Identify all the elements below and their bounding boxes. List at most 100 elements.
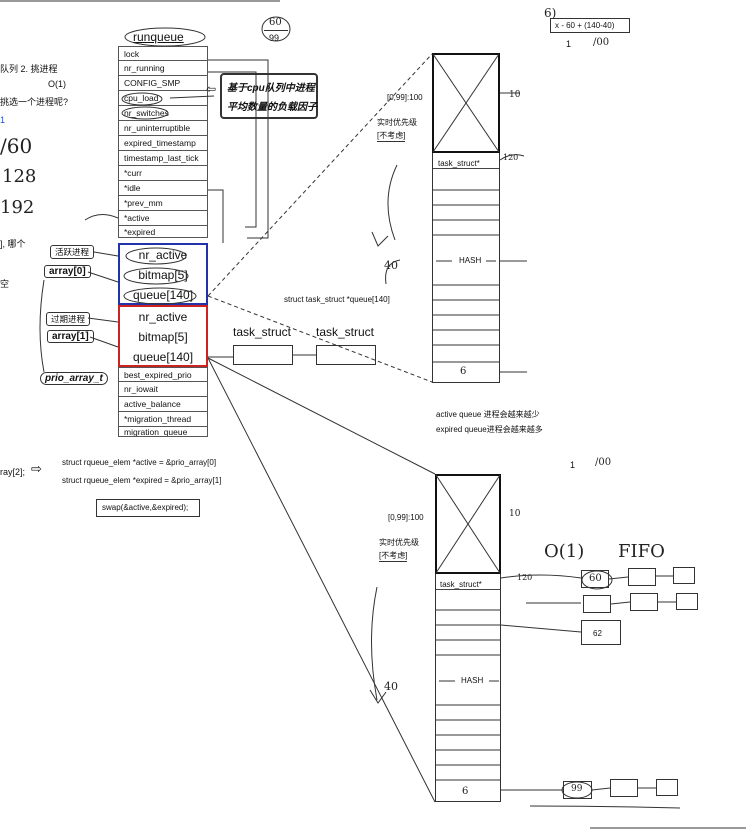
fifo-node-99-label: 99	[571, 784, 583, 794]
runqueue-title-circle	[124, 27, 206, 47]
top-queue-task: task_struct*	[438, 159, 480, 168]
active-bitmap: bitmap[5]	[138, 268, 188, 282]
runqueue-field: *migration_thread	[118, 412, 208, 427]
node99-circle	[561, 781, 593, 799]
bottom-queue-mark-ten: 10	[509, 509, 521, 519]
expired-queue: queue[140]	[132, 350, 194, 364]
cpu-load-circle	[121, 92, 163, 106]
left-fragment-mark1: 1	[0, 115, 6, 125]
bottom-queue	[435, 474, 501, 802]
top-queue-mark-ten: 10	[509, 90, 521, 100]
fifo-node-60-label: 60	[589, 573, 602, 584]
pointer-line	[500, 624, 582, 633]
node60-circle	[581, 570, 613, 590]
note-hundred: /00	[595, 457, 612, 468]
bottom-queue-bottom: 6	[462, 786, 469, 797]
bottom-queue-mark-forty: 40	[384, 680, 398, 693]
runqueue-title: runqueue	[133, 30, 184, 44]
fifo-node	[676, 593, 698, 610]
active-prio-array: nr_active bitmap[5] queue[140]	[118, 243, 208, 305]
active-nr-active: nr_active	[138, 248, 188, 262]
fifo-node-60: 60	[581, 570, 609, 588]
runqueue-field: nr_switches	[118, 106, 208, 121]
bottom-queue-hash: HASH	[459, 676, 486, 685]
note-one: 1	[570, 460, 576, 470]
runqueue-struct: lock nr_running CONFIG_SMP cpu_load nr_s…	[118, 46, 208, 238]
top-queue-bottom: 6	[460, 366, 467, 377]
expired-nr-active: nr_active	[138, 310, 188, 324]
runqueue-field-expired: *expired	[118, 226, 208, 238]
note-expired-more: expired queue进程会越来越多	[436, 425, 543, 434]
bottom-task-row	[436, 573, 500, 590]
left-fragment-o1: O(1)	[48, 79, 66, 89]
bottom-queue-ignore: [不考虑]	[379, 551, 408, 562]
left-fragment-ray2: ray[2];	[0, 467, 26, 477]
pointer-line	[500, 574, 582, 579]
expired-bitmap: bitmap[5]	[138, 330, 188, 344]
runqueue-field: nr_iowait	[118, 382, 208, 397]
runqueue-field: best_expired_prio	[118, 367, 208, 382]
label-line	[93, 251, 119, 257]
array1-label: array[1]	[47, 330, 94, 343]
expired-declaration: struct rqueue_elem *expired = &prio_arra…	[62, 476, 222, 485]
runqueue-field: timestamp_last_tick	[118, 151, 208, 166]
queue-declaration: struct task_struct *queue[140]	[284, 295, 390, 304]
queue-circle	[123, 287, 197, 305]
nr-switches-circle	[121, 106, 169, 120]
top-x-line	[432, 53, 500, 153]
left-fragment-128: 128	[2, 166, 37, 187]
label-line	[89, 336, 119, 348]
cpu-load-link-line	[169, 95, 215, 99]
left-fragment-line3: 挑选一个进程呢?	[0, 97, 69, 107]
bracket-line	[208, 59, 269, 239]
fifo-node	[673, 567, 695, 584]
expired-process-label: 过期进程	[46, 312, 91, 326]
top-queue-mark-120: 120	[503, 153, 519, 162]
cpu-load-note-line1: 基于cpu队列中进程	[227, 83, 315, 94]
formula-hundred: /00	[593, 37, 610, 48]
bottom-x-line	[435, 474, 501, 574]
hand-stroke	[84, 214, 119, 221]
fraction-bar	[264, 30, 288, 31]
runqueue-field: nr_running	[118, 61, 208, 76]
label-line	[87, 317, 119, 323]
cpu-load-note-line2: 平均数量的负载因子	[227, 102, 317, 113]
nr-active-circle	[125, 247, 187, 265]
projection-line	[207, 357, 436, 475]
active-process-label: 活跃进程	[50, 245, 95, 259]
runqueue-field: *prev_mm	[118, 196, 208, 211]
fifo-o1: O(1)	[544, 541, 585, 562]
cpu-load-note: 基于cpu队列中进程 平均数量的负载因子	[220, 73, 318, 119]
fifo-node-62-label: 62	[593, 629, 602, 638]
fifo-node	[583, 595, 611, 613]
fifo-label: FIFO	[618, 541, 665, 562]
swap-code-box: swap(&active,&expired);	[96, 499, 200, 517]
active-queue: queue[140]	[132, 288, 194, 302]
task-struct-node-b	[316, 345, 376, 365]
note-active-less: active queue 进程会越来越少	[436, 410, 540, 419]
projection-line	[207, 357, 436, 803]
left-fragment-192: 192	[0, 197, 35, 218]
bottom-queue-realtime: 实时优先级	[379, 538, 419, 547]
runqueue-field: active_balance	[118, 397, 208, 412]
runqueue-field-cpu-load: cpu_load	[118, 91, 208, 106]
formula-prefix: 6)	[544, 6, 557, 20]
bitmap-circle	[123, 267, 189, 285]
array0-label: array[0]	[44, 265, 91, 278]
top-realtime-block	[432, 53, 500, 153]
runqueue-field-active: *active	[118, 211, 208, 226]
runqueue-tail: best_expired_prio nr_iowait active_balan…	[118, 367, 208, 437]
hand-arrow	[369, 586, 387, 704]
bracket-line	[208, 189, 224, 243]
bottom-queue-range: [0,99]:100	[388, 513, 424, 522]
top-queue-hash: HASH	[457, 256, 484, 265]
arrow-right-icon: ⇨	[31, 461, 42, 476]
runqueue-field: CONFIG_SMP	[118, 76, 208, 91]
top-queue-range: [0,99]:100	[387, 93, 423, 102]
arrow-left-icon: ⇦	[206, 82, 217, 96]
pointer-line	[499, 154, 525, 161]
hand-arrow	[371, 164, 398, 247]
hand-stroke	[529, 805, 681, 809]
task-struct-label-a: task_struct	[233, 325, 292, 339]
